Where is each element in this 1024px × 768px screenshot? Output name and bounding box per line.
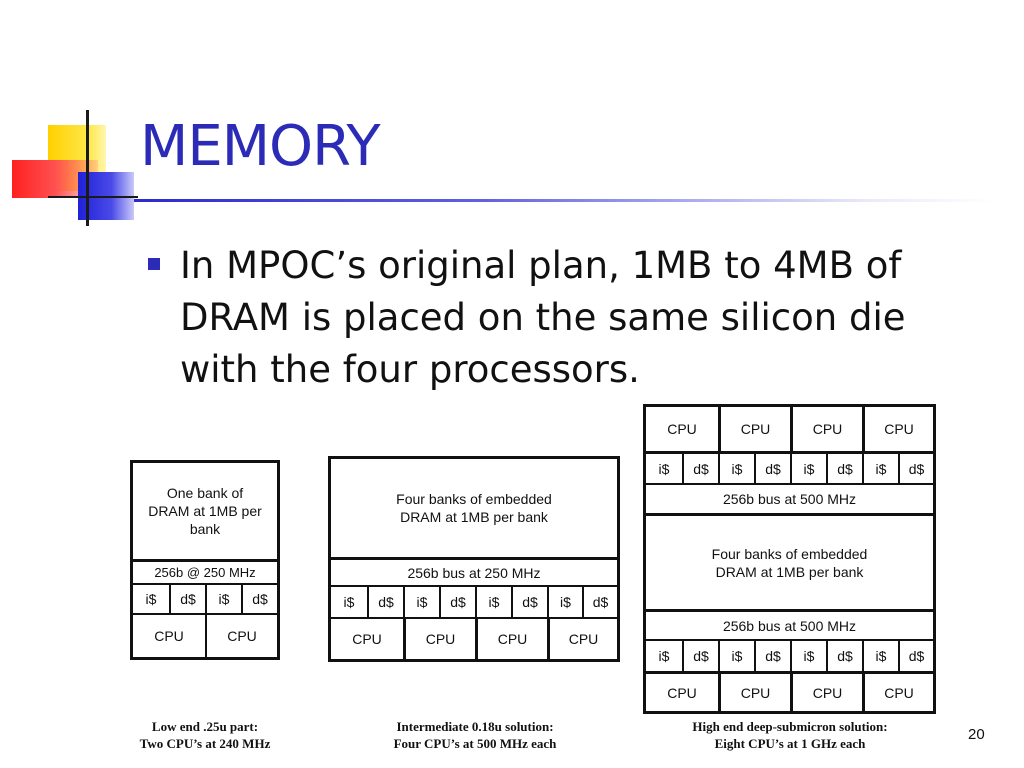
mid-cpu-3: CPU — [475, 617, 547, 659]
low-cpu-1: CPU — [133, 613, 205, 657]
bullet-text: In MPOC’s original plan, 1MB to 4MB of D… — [180, 244, 906, 391]
low-cache-dcache-2: d$ — [241, 583, 277, 613]
mid-cache-dcache-2: d$ — [439, 585, 475, 617]
page-number: 20 — [968, 726, 985, 743]
mid-cache-icache-2: i$ — [403, 585, 439, 617]
mid-cache-icache-3: i$ — [475, 585, 511, 617]
high-end-caption-line2: Eight CPU’s at 1 GHz each — [714, 736, 866, 751]
high-bottom-cpu-1: CPU — [646, 671, 718, 711]
mid-cache-icache-4: i$ — [547, 585, 582, 617]
high-top-cache-icache-1: i$ — [646, 451, 682, 483]
high-bottom-cache-dcache-3: d$ — [826, 639, 862, 671]
high-top-cache-dcache-3: d$ — [826, 451, 862, 483]
mid-cache-dcache-1: d$ — [367, 585, 403, 617]
bullet-marker — [148, 258, 160, 270]
intermediate-caption: Intermediate 0.18u solution: Four CPU’s … — [355, 718, 595, 752]
mid-cpu-4: CPU — [547, 617, 617, 659]
intermediate-caption-line1: Intermediate 0.18u solution: — [396, 719, 554, 734]
high-bottom-cache-dcache-2: d$ — [754, 639, 790, 671]
low-dram-block: One bank of DRAM at 1MB per bank — [148, 485, 262, 537]
mid-bus: 256b bus at 250 MHz — [331, 557, 617, 585]
high-bottom-cache-icache-2: i$ — [718, 639, 754, 671]
high-bottom-cpu-2: CPU — [718, 671, 790, 711]
high-bottom-cpu-3: CPU — [790, 671, 862, 711]
low-cpu-2: CPU — [205, 613, 277, 657]
title-decoration-vertical-line — [86, 110, 89, 226]
high-bottom-cpu-4: CPU — [862, 671, 933, 711]
intermediate-caption-line2: Four CPU’s at 500 MHz each — [393, 736, 557, 751]
high-top-cache-dcache-2: d$ — [754, 451, 790, 483]
low-end-diagram: One bank of DRAM at 1MB per bank 256b @ … — [130, 460, 280, 660]
high-bottom-cache-dcache-4: d$ — [898, 639, 933, 671]
mid-cache-dcache-4: d$ — [582, 585, 617, 617]
high-bottom-cache-icache-3: i$ — [790, 639, 826, 671]
high-top-cache-dcache-1: d$ — [682, 451, 718, 483]
high-top-bus: 256b bus at 500 MHz — [646, 483, 933, 513]
high-top-cache-icache-3: i$ — [790, 451, 826, 483]
slide-title: MEMORY — [140, 114, 381, 179]
high-dram-block: Four banks of embedded DRAM at 1MB per b… — [646, 513, 933, 609]
high-bottom-cache-icache-1: i$ — [646, 639, 682, 671]
high-top-cpu-3: CPU — [790, 407, 862, 451]
high-top-cache-icache-4: i$ — [862, 451, 898, 483]
title-decoration-horizontal-line — [48, 196, 138, 198]
low-end-caption-line2: Two CPU’s at 240 MHz — [139, 736, 271, 751]
low-cache-icache-2: i$ — [205, 583, 241, 613]
mid-cache-icache-1: i$ — [331, 585, 367, 617]
high-top-cpu-2: CPU — [718, 407, 790, 451]
title-underline — [134, 199, 994, 202]
high-top-cpu-4: CPU — [862, 407, 933, 451]
high-bottom-cache-icache-4: i$ — [862, 639, 898, 671]
low-cache-icache-1: i$ — [133, 583, 169, 613]
high-top-cpu-1: CPU — [667, 421, 697, 437]
high-bottom-cache-dcache-1: d$ — [682, 639, 718, 671]
high-bottom-bus: 256b bus at 500 MHz — [646, 609, 933, 639]
high-top-cache-icache-2: i$ — [718, 451, 754, 483]
mid-cache-dcache-3: d$ — [511, 585, 547, 617]
mid-cpu-2: CPU — [403, 617, 475, 659]
intermediate-diagram: Four banks of embedded DRAM at 1MB per b… — [328, 456, 620, 662]
low-end-caption-line1: Low end .25u part: — [151, 719, 259, 734]
high-end-caption: High end deep-submicron solution: Eight … — [660, 718, 920, 752]
high-top-cache-dcache-4: d$ — [898, 451, 933, 483]
high-end-caption-line1: High end deep-submicron solution: — [692, 719, 888, 734]
low-end-caption: Low end .25u part: Two CPU’s at 240 MHz — [110, 718, 300, 752]
high-end-diagram: CPU CPU CPU CPU i$ d$ i$ d$ i$ d$ i$ d$ … — [643, 404, 936, 714]
mid-cpu-1: CPU — [331, 617, 403, 659]
mid-dram-block: Four banks of embedded DRAM at 1MB per b… — [396, 491, 552, 525]
low-bus: 256b @ 250 MHz — [133, 559, 277, 583]
low-cache-dcache-1: d$ — [169, 583, 205, 613]
